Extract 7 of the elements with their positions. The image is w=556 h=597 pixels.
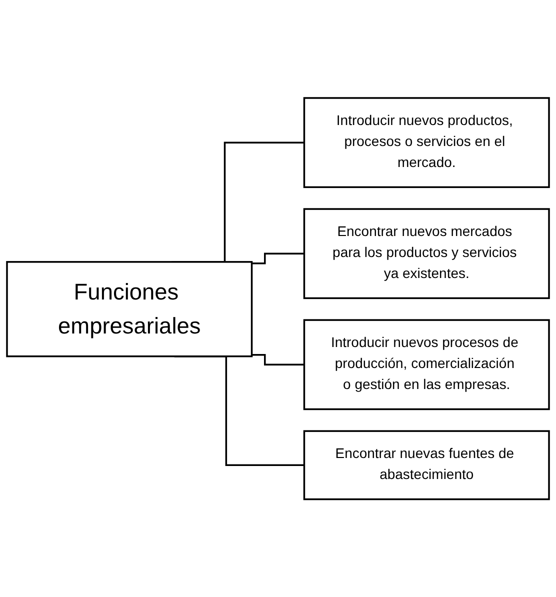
connector xyxy=(252,354,304,366)
node-box: Introducir nuevos procesos de producción, comercialización o gestión en las empresas. xyxy=(303,319,550,410)
node-box: Funciones empresariales xyxy=(6,260,253,358)
node-box: Introducir nuevos productos, procesos o servicios en el mercado. xyxy=(303,97,550,188)
node-box: Encontrar nuevas fuentes de abastecimiento xyxy=(303,430,550,500)
node-box: Encontrar nuevos mercados para los productos y servicios ya existentes. xyxy=(303,208,550,299)
connector xyxy=(252,252,304,264)
